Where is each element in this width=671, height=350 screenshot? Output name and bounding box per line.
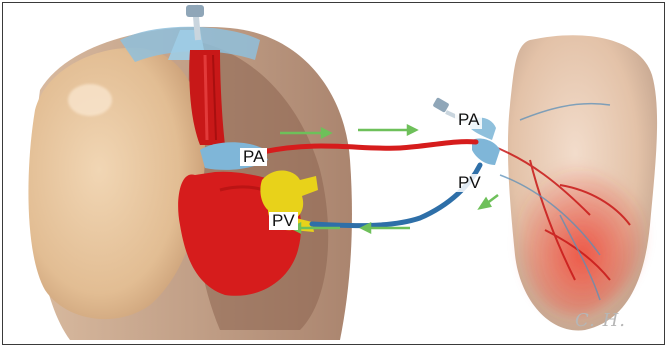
label-pv-recipient: PV <box>269 212 298 230</box>
label-pv-donor: PV <box>455 174 484 192</box>
recipient-chest <box>28 5 352 340</box>
artist-signature: C. H. <box>575 310 626 331</box>
label-pa-recipient: PA <box>240 148 267 166</box>
label-pa-donor: PA <box>455 111 482 129</box>
catheter-clamp <box>186 5 204 17</box>
